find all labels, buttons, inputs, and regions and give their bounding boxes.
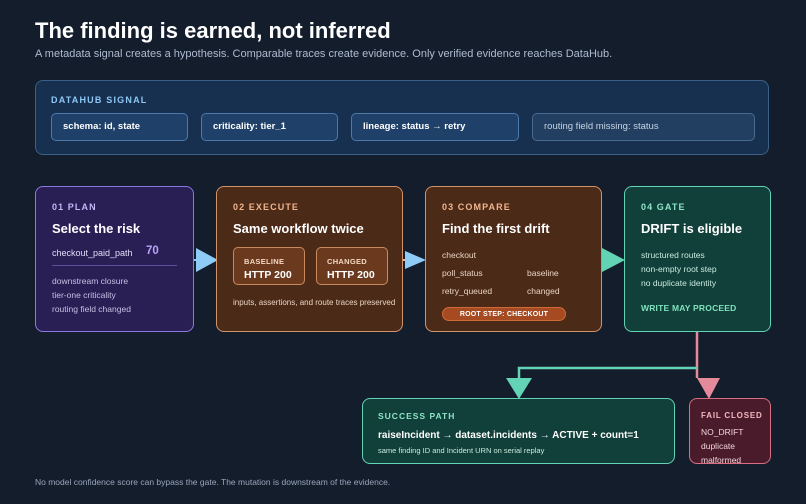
fail-item: duplicate [701, 441, 736, 451]
plan-path: checkout_paid_path [52, 248, 133, 258]
baseline-value: HTTP 200 [244, 269, 292, 281]
execute-step-label: 02 EXECUTE [233, 202, 300, 212]
arrow-plan-to-execute [194, 248, 218, 272]
gate-card: 04 GATE DRIFT is eligible structured rou… [624, 186, 771, 332]
arrow-to-success [506, 378, 532, 399]
signal-heading: DATAHUB SIGNAL [51, 95, 148, 105]
plan-reason: routing field changed [52, 304, 131, 314]
signal-chip-criticality: criticality: tier_1 [201, 113, 338, 141]
gate-step-label: 04 GATE [641, 202, 686, 212]
gate-verdict: WRITE MAY PROCEED [641, 303, 737, 313]
plan-step-label: 01 PLAN [52, 202, 97, 212]
plan-reason: tier-one criticality [52, 290, 116, 300]
compare-row-name: checkout [442, 250, 477, 260]
arrow-execute-to-compare [403, 251, 426, 269]
branch-connector [506, 332, 720, 399]
compare-card: 03 COMPARE Find the first drift checkout… [425, 186, 602, 332]
execute-title: Same workflow twice [233, 221, 364, 236]
execute-note: inputs, assertions, and route traces pre… [233, 298, 396, 307]
root-step-badge: ROOT STEP: CHECKOUT [442, 307, 566, 321]
compare-row-side: changed [527, 286, 560, 296]
baseline-label: BASELINE [244, 257, 285, 266]
compare-row-name: retry_queued [442, 286, 493, 296]
success-heading: SUCCESS PATH [378, 411, 456, 421]
compare-step-label: 03 COMPARE [442, 202, 511, 212]
signal-chip-routing: routing field missing: status [532, 113, 755, 141]
datahub-signal-panel: DATAHUB SIGNAL schema: id, state critica… [35, 80, 769, 155]
success-path-card: SUCCESS PATH raiseIncident → dataset.inc… [362, 398, 675, 464]
changed-box: CHANGED HTTP 200 [316, 247, 388, 285]
changed-label: CHANGED [327, 257, 368, 266]
page-subtitle: A metadata signal creates a hypothesis. … [35, 48, 613, 60]
compare-row-name: poll_status [442, 268, 483, 278]
fail-item: malformed [701, 455, 742, 464]
gate-title: DRIFT is eligible [641, 221, 743, 236]
compare-title: Find the first drift [442, 221, 550, 236]
baseline-box: BASELINE HTTP 200 [233, 247, 305, 285]
gate-check: no duplicate identity [641, 278, 717, 288]
gate-check: structured routes [641, 250, 705, 260]
arrow-compare-to-gate [602, 248, 625, 272]
execute-card: 02 EXECUTE Same workflow twice BASELINE … [216, 186, 403, 332]
plan-divider [52, 265, 177, 266]
fail-heading: FAIL CLOSED [701, 411, 763, 420]
signal-chip-lineage: lineage: status → retry [351, 113, 519, 141]
page-title: The finding is earned, not inferred [35, 18, 391, 43]
success-note: same finding ID and Incident URN on seri… [378, 446, 545, 455]
fail-closed-card: FAIL CLOSED NO_DRIFT duplicate malformed [689, 398, 771, 464]
fail-item: NO_DRIFT [701, 427, 744, 437]
success-mutation: raiseIncident → dataset.incidents → ACTI… [378, 430, 639, 441]
gate-check: non-empty root step [641, 264, 717, 274]
signal-chip-schema: schema: id, state [51, 113, 188, 141]
plan-card: 01 PLAN Select the risk checkout_paid_pa… [35, 186, 194, 332]
plan-reason: downstream closure [52, 276, 129, 286]
compare-row-side: baseline [527, 268, 559, 278]
changed-value: HTTP 200 [327, 269, 375, 281]
footnote: No model confidence score can bypass the… [35, 477, 391, 487]
plan-score: 70 [146, 245, 159, 257]
plan-title: Select the risk [52, 221, 141, 236]
arrow-to-fail [697, 378, 720, 399]
